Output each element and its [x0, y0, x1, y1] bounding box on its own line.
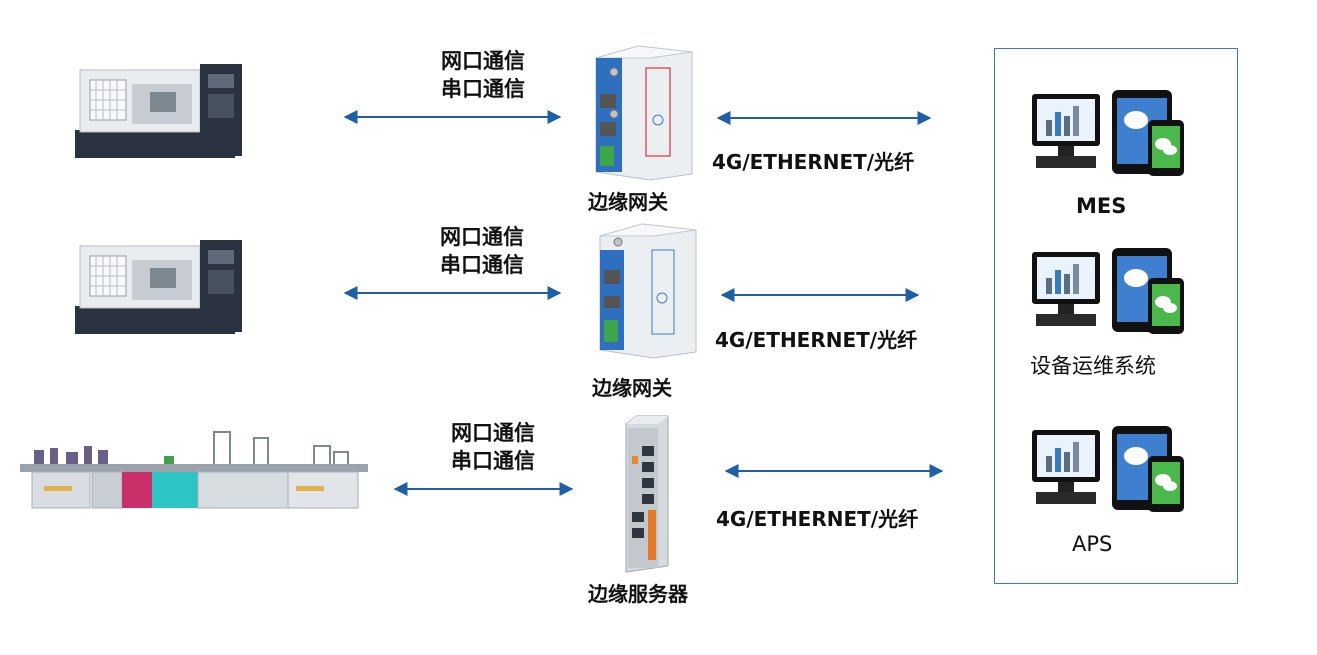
system-label-maintenance: 设备运维系统: [1030, 354, 1156, 378]
system-label-mes: MES: [1076, 194, 1127, 218]
production-line-icon: [14, 412, 372, 536]
link-label-network: 网口通信: [440, 225, 524, 249]
phone-wechat-icon: [1148, 120, 1184, 176]
link-label-network: 网口通信: [441, 49, 525, 73]
device-label: 边缘网关: [588, 190, 668, 214]
desktop-monitor-icon: [1032, 252, 1100, 326]
edge-gateway-icon: [595, 45, 693, 181]
device-label: 边缘服务器: [588, 582, 688, 606]
link-label-network: 网口通信: [451, 421, 535, 445]
systems-panel: [994, 48, 1238, 584]
link-label-serial: 串口通信: [440, 253, 524, 277]
edge-server-icon: [625, 415, 669, 573]
device-label: 边缘网关: [592, 376, 672, 400]
link-label-serial: 串口通信: [441, 77, 525, 101]
edge-gateway-icon: [599, 223, 697, 359]
desktop-monitor-icon: [1032, 430, 1100, 504]
cnc-lathe-icon: [75, 64, 242, 158]
network-label: 4G/ETHERNET/光纤: [715, 328, 918, 352]
phone-wechat-icon: [1148, 278, 1184, 334]
phone-wechat-icon: [1148, 456, 1184, 512]
system-label-aps: APS: [1072, 532, 1113, 556]
network-label: 4G/ETHERNET/光纤: [712, 150, 915, 174]
network-label: 4G/ETHERNET/光纤: [716, 507, 919, 531]
cnc-lathe-icon: [75, 240, 242, 334]
link-label-serial: 串口通信: [451, 449, 535, 473]
desktop-monitor-icon: [1032, 94, 1100, 168]
